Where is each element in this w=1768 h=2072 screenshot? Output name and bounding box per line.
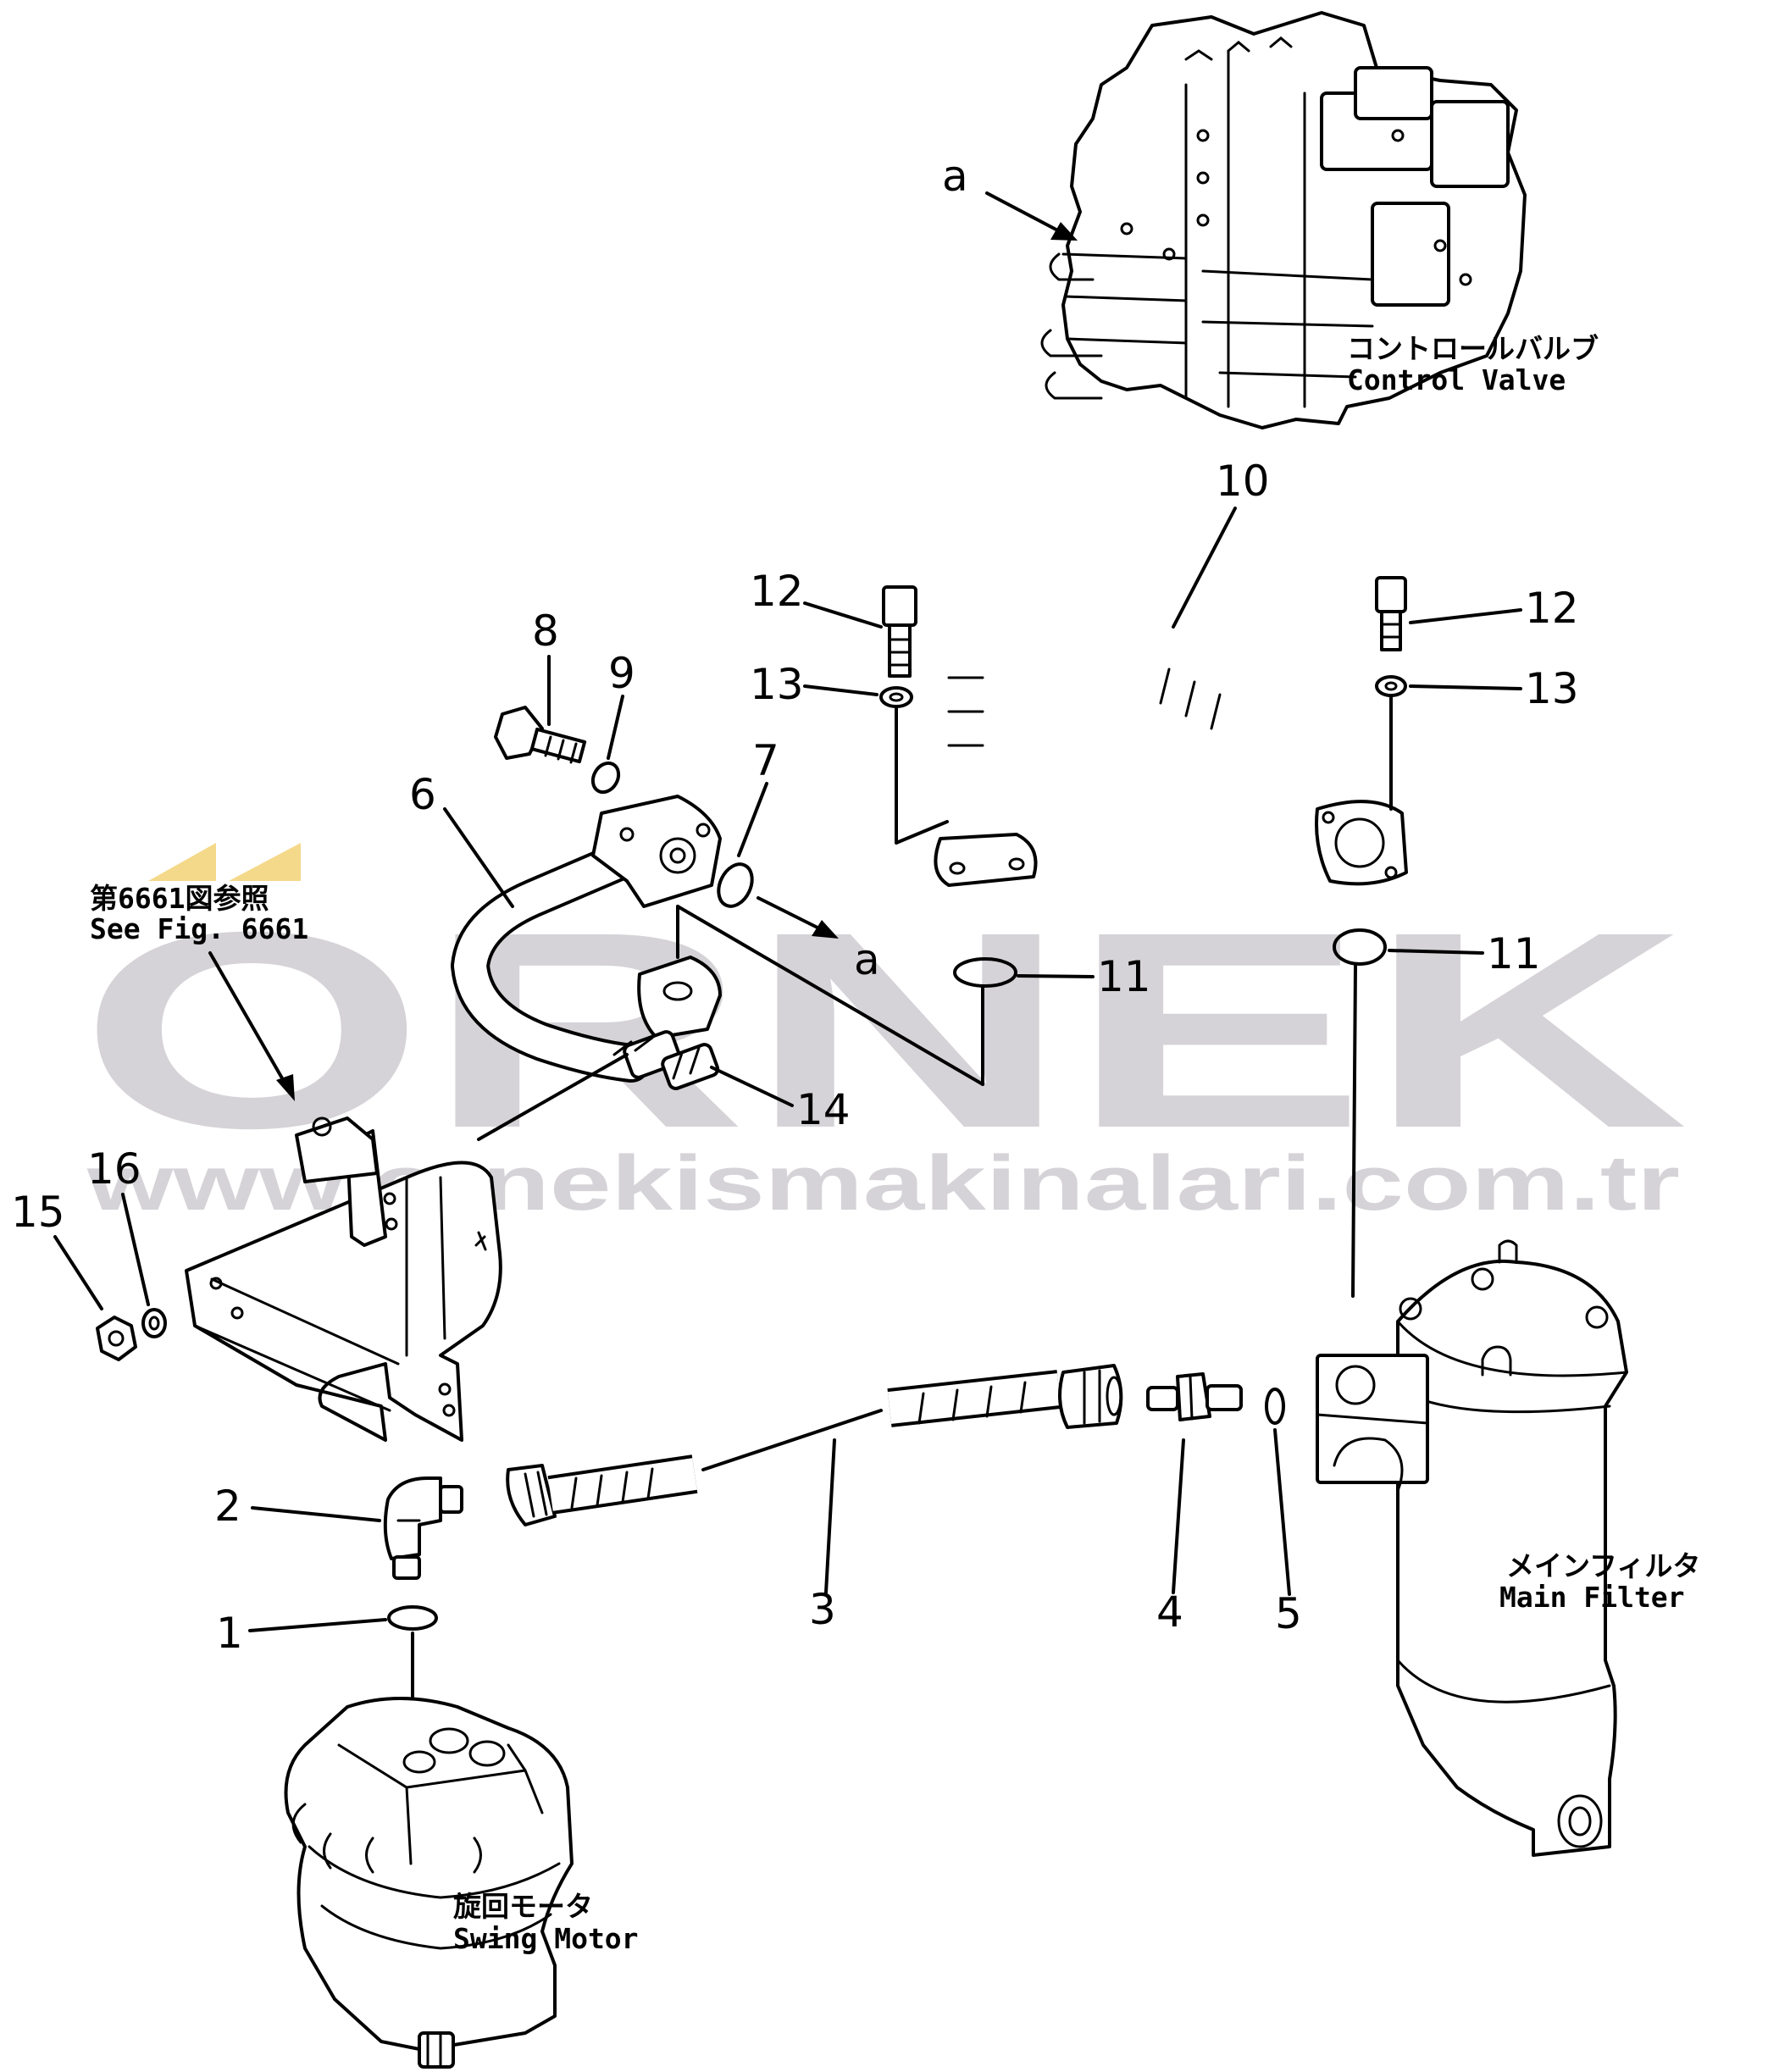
fitting-4	[1146, 1372, 1243, 1421]
control-valve-label-jp: コントロールバルブ	[1347, 332, 1599, 365]
bolt-12-left	[882, 585, 917, 678]
o-ring-11-left	[953, 957, 1017, 988]
main-filter-label-jp: メインフィルタ	[1506, 1549, 1700, 1582]
callout-15: 15	[11, 1188, 65, 1237]
washer-13-left	[879, 686, 913, 708]
callout-13-right: 13	[1525, 664, 1579, 713]
bolt-12-right	[1375, 576, 1407, 651]
callout-9: 9	[608, 649, 635, 698]
swing-motor-label-jp: 旋回モータ	[453, 1890, 593, 1923]
watermark-accent-2	[229, 843, 301, 881]
main-filter	[1316, 1239, 1628, 1857]
callout-4: 4	[1156, 1587, 1183, 1637]
callout-3: 3	[809, 1585, 836, 1634]
callout-12-right: 12	[1525, 584, 1579, 633]
pipe-6	[450, 795, 722, 1090]
see-fig-label-jp: 第6661図参照	[90, 882, 269, 915]
callout-11-right: 11	[1487, 929, 1541, 978]
callout-13-left: 13	[750, 660, 804, 709]
swing-motor-label-en: Swing Motor	[453, 1922, 639, 1955]
o-ring-1	[387, 1605, 438, 1631]
elbow-2	[383, 1476, 463, 1580]
ref-letter-a-top: a	[942, 152, 968, 201]
nut-15	[96, 1316, 137, 1361]
callout-6: 6	[409, 770, 436, 819]
o-ring-11-right	[1333, 928, 1387, 966]
washer-16	[141, 1308, 167, 1338]
callout-7: 7	[752, 736, 779, 785]
washer-9	[590, 761, 621, 795]
callout-2: 2	[214, 1482, 241, 1531]
pipe-10	[934, 562, 1408, 887]
o-ring-7	[717, 862, 754, 908]
watermark-accent-1	[148, 843, 216, 881]
main-filter-label-en: Main Filter	[1499, 1581, 1685, 1614]
washer-13-right	[1375, 675, 1407, 697]
control-valve-label-en: Control Valve	[1347, 363, 1566, 396]
bolt-8	[494, 706, 587, 764]
callout-5: 5	[1275, 1589, 1302, 1638]
bracket	[185, 1116, 502, 1442]
callout-10: 10	[1216, 457, 1270, 506]
see-fig-label-en: See Fig. 6661	[90, 912, 308, 945]
swing-motor	[284, 1697, 574, 2069]
ref-letter-a-mid: a	[854, 935, 880, 984]
callout-14: 14	[796, 1085, 851, 1134]
callout-11-left: 11	[1097, 952, 1151, 1001]
control-valve	[1040, 11, 1527, 429]
callout-16: 16	[87, 1144, 141, 1194]
callout-8: 8	[532, 607, 559, 656]
callout-1: 1	[216, 1609, 243, 1658]
callout-12-left: 12	[750, 567, 804, 616]
hose-3	[506, 1364, 1123, 1526]
o-ring-5	[1265, 1388, 1285, 1425]
